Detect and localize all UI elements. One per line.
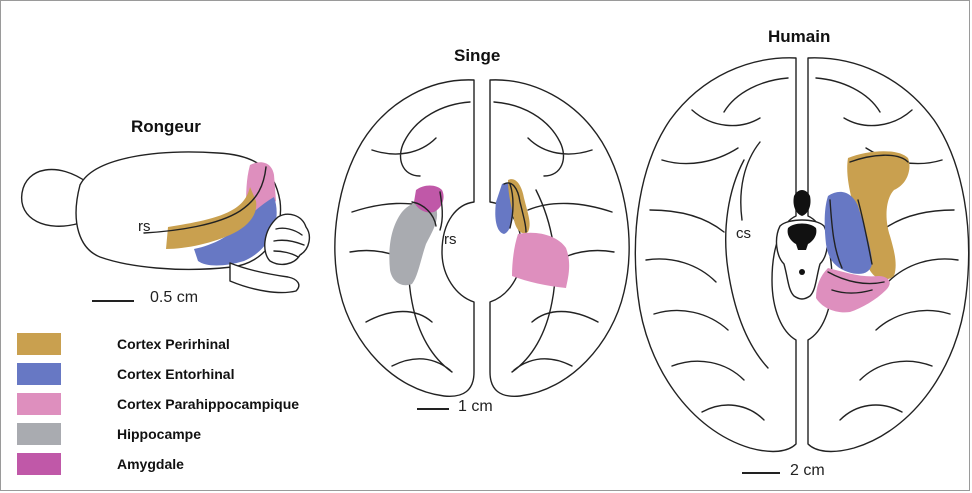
- legend-swatch-amygdala: [17, 453, 61, 475]
- monkey-sulcus-label: rs: [444, 231, 457, 248]
- legend-item-parahippocampal: Cortex Parahippocampique: [17, 393, 347, 419]
- human-sulcus-label: cs: [736, 225, 751, 242]
- legend-swatch-perirhinal: [17, 333, 61, 355]
- legend-item-entorhinal: Cortex Entorhinal: [17, 363, 347, 389]
- legend-label-hippocampus: Hippocampe: [117, 426, 201, 442]
- monkey-title: Singe: [454, 46, 500, 66]
- monkey-brain: rs: [332, 72, 632, 402]
- human-brain: cs: [632, 50, 972, 460]
- rodent-brainstem: [230, 263, 299, 293]
- legend-swatch-entorhinal: [17, 363, 61, 385]
- legend-item-perirhinal: Cortex Perirhinal: [17, 333, 347, 359]
- legend-swatch-parahippocampal: [17, 393, 61, 415]
- legend-item-hippocampus: Hippocampe: [17, 423, 347, 449]
- legend-label-amygdala: Amygdale: [117, 456, 184, 472]
- legend-swatch-hippocampus: [17, 423, 61, 445]
- rodent-brain: rs: [18, 145, 328, 295]
- monkey-scale-label: 1 cm: [458, 398, 493, 416]
- rodent-title: Rongeur: [131, 117, 201, 137]
- legend-label-parahippocampal: Cortex Parahippocampique: [117, 396, 299, 412]
- legend-label-perirhinal: Cortex Perirhinal: [117, 336, 230, 352]
- legend-item-amygdala: Amygdale: [17, 453, 347, 479]
- human-title: Humain: [768, 27, 830, 47]
- rodent-sulcus-label: rs: [138, 218, 151, 235]
- legend-label-entorhinal: Cortex Entorhinal: [117, 366, 234, 382]
- human-scale-bar: [742, 472, 780, 474]
- monkey-right-hemisphere: [490, 80, 629, 396]
- human-scale-label: 2 cm: [790, 462, 825, 480]
- human-left-hemisphere: [635, 58, 796, 452]
- rodent-scale-label: 0.5 cm: [150, 289, 198, 307]
- monkey-scale-bar: [417, 408, 449, 410]
- rodent-scale-bar: [92, 300, 134, 302]
